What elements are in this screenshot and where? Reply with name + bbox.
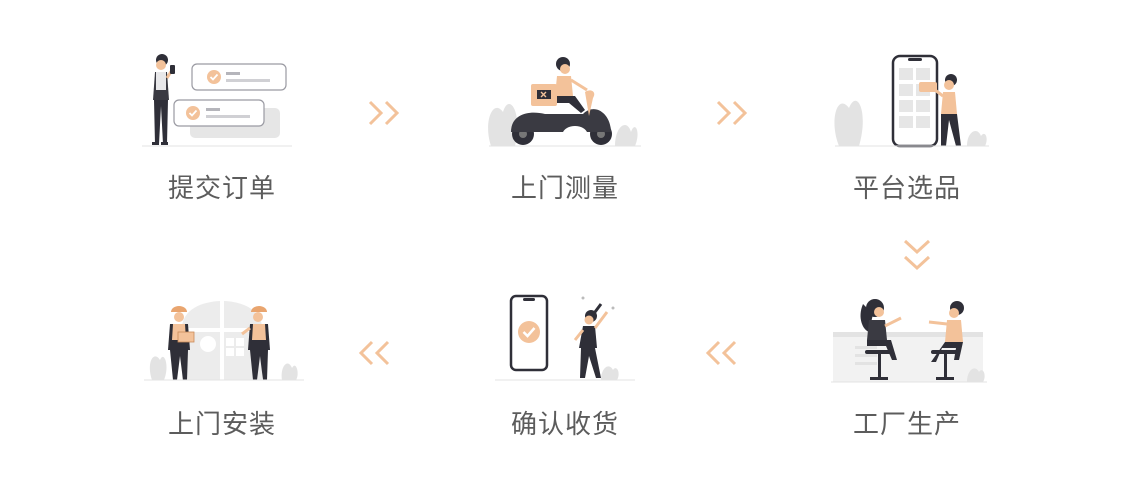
- double-chevron-right-icon: [716, 100, 748, 126]
- installation-workers-illustration: [144, 294, 304, 381]
- submit-order-illustration: [142, 54, 292, 147]
- step-label: 上门安装: [167, 410, 276, 440]
- double-chevron-right-icon: [368, 100, 400, 126]
- double-chevron-left-icon: [358, 340, 390, 366]
- step-label: 提交订单: [167, 174, 276, 204]
- step-label: 平台选品: [852, 174, 961, 204]
- step-label: 确认收货: [510, 410, 619, 440]
- step-label: 工厂生产: [852, 410, 961, 440]
- factory-meeting-illustration: [831, 299, 987, 383]
- phone-selection-illustration: [834, 54, 989, 148]
- confirm-receipt-illustration: [495, 294, 635, 381]
- double-chevron-down-icon: [903, 239, 931, 271]
- step-label: 上门测量: [510, 174, 619, 204]
- scooter-delivery-illustration: [488, 57, 641, 147]
- double-chevron-left-icon: [705, 340, 737, 366]
